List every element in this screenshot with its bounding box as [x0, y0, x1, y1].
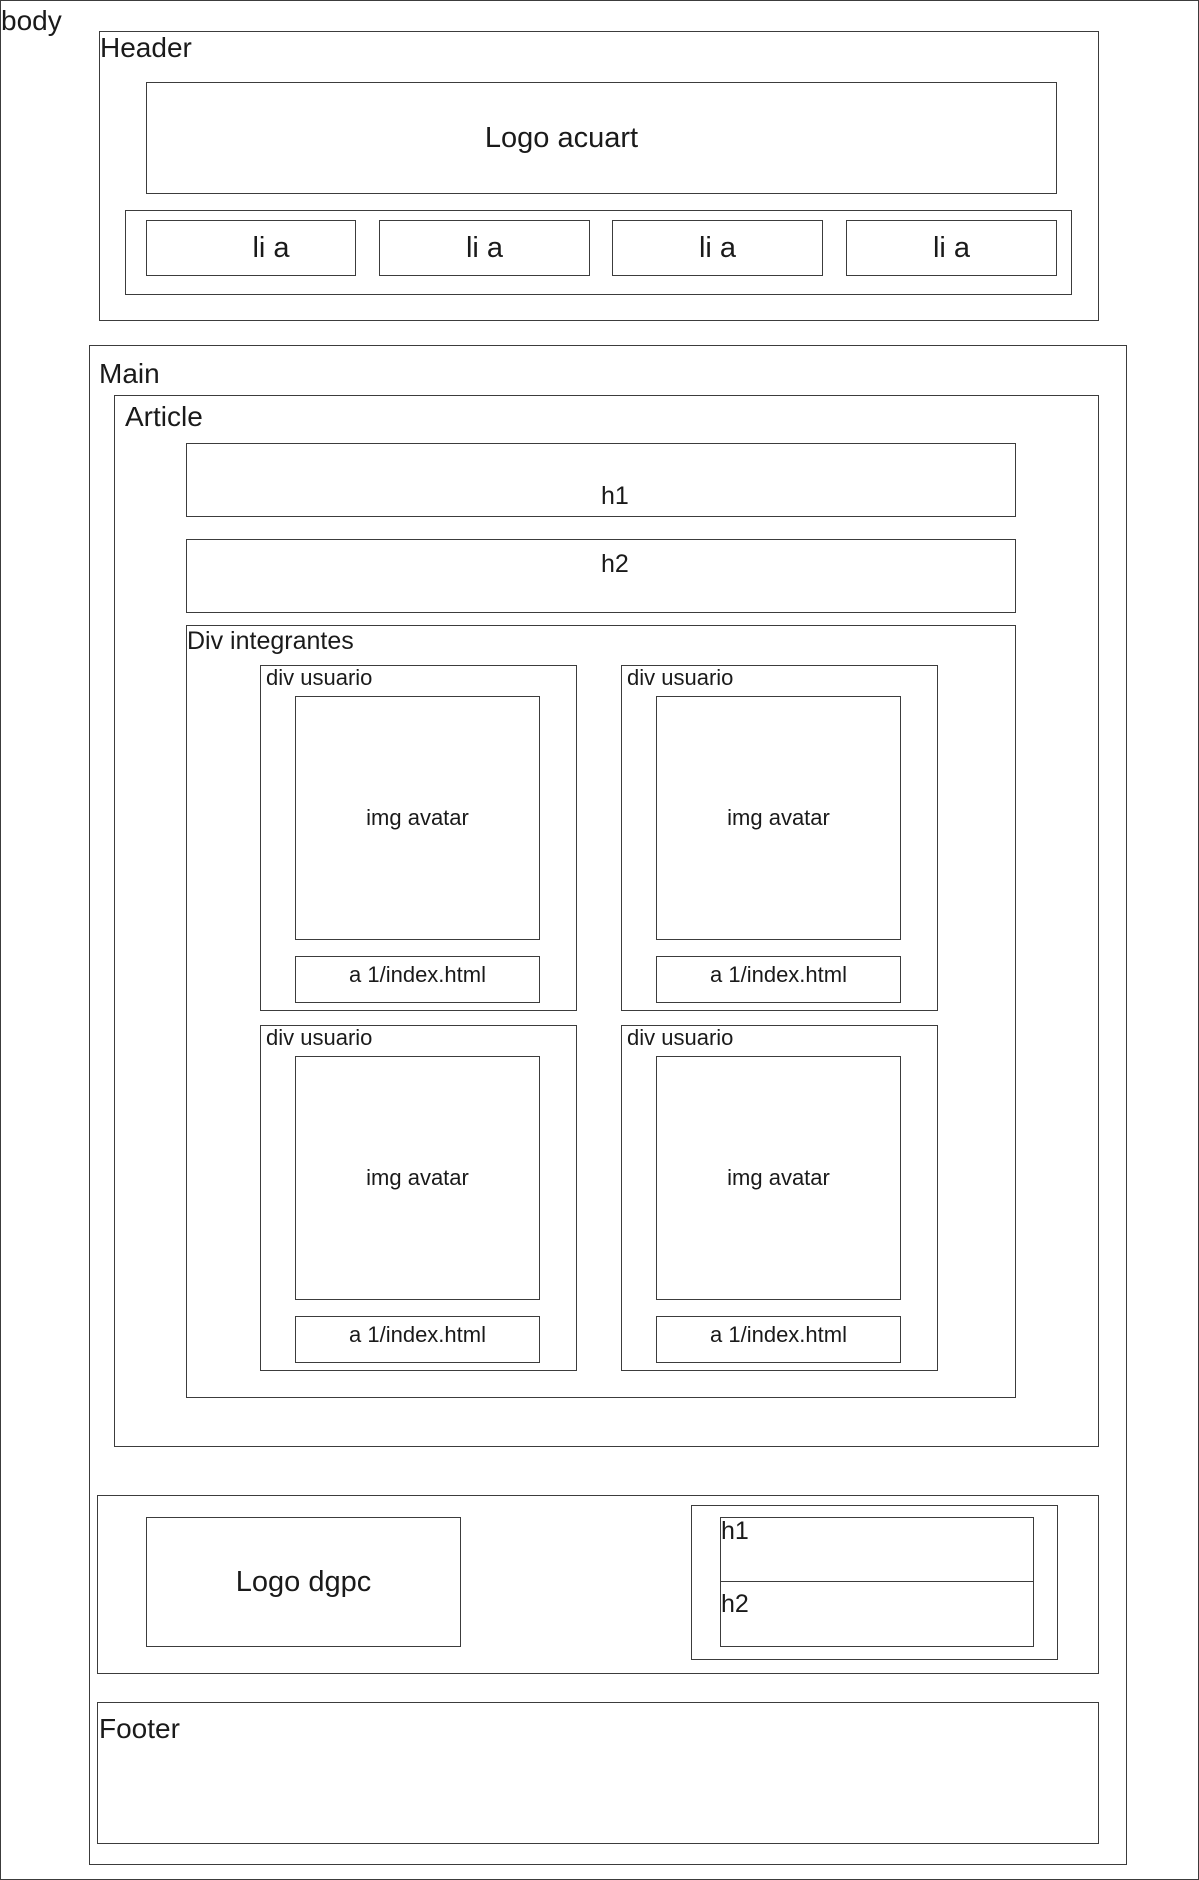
avatar-label: img avatar [366, 1165, 469, 1190]
banner-titles-box [691, 1505, 1058, 1660]
banner-h1-label: h1 [721, 1517, 749, 1545]
nav-item-1: li a [146, 220, 356, 276]
footer-label: Footer [99, 1713, 180, 1744]
avatar-image: img avatar [656, 1056, 901, 1300]
integrantes-label: Div integrantes [187, 627, 354, 655]
article-box [114, 395, 1099, 1447]
logo-acuart-box: Logo acuart [146, 82, 1057, 194]
header-label: Header [100, 32, 192, 63]
usuario-label: div usuario [627, 665, 734, 690]
profile-link[interactable]: a 1/index.html [656, 1316, 901, 1363]
profile-link-label: a 1/index.html [710, 961, 847, 987]
logo-dgpc-label: Logo dgpc [235, 1565, 372, 1598]
nav-item-2: li a [379, 220, 590, 276]
nav-item-label: li a [465, 231, 504, 264]
nav-item-label: li a [252, 231, 290, 264]
avatar-label: img avatar [366, 805, 469, 830]
logo-acuart-label: Logo acuart [484, 121, 639, 154]
avatar-image: img avatar [295, 696, 540, 940]
profile-link-label: a 1/index.html [349, 961, 486, 987]
avatar-label: img avatar [727, 1165, 830, 1190]
article-label: Article [125, 401, 203, 432]
usuario-label: div usuario [266, 665, 373, 690]
nav-box [125, 210, 1072, 295]
avatar-image: img avatar [656, 696, 901, 940]
main-label: Main [99, 358, 160, 389]
logo-dgpc-box: Logo dgpc [146, 1517, 461, 1647]
h1-label: h1 [601, 482, 629, 510]
header-box [99, 31, 1099, 321]
usuario-card [621, 1025, 938, 1371]
banner-box [97, 1495, 1099, 1674]
profile-link-label: a 1/index.html [349, 1321, 486, 1347]
integrantes-box [186, 625, 1016, 1398]
banner-h2-label: h2 [721, 1590, 749, 1618]
nav-item-3: li a [612, 220, 823, 276]
h2-label: h2 [601, 550, 629, 578]
banner-h1-box [720, 1517, 1034, 1582]
footer-box [97, 1702, 1099, 1844]
h2-box [186, 539, 1016, 613]
usuario-card [260, 665, 577, 1011]
banner-h2-box [720, 1581, 1034, 1647]
profile-link[interactable]: a 1/index.html [656, 956, 901, 1003]
avatar-image: img avatar [295, 1056, 540, 1300]
nav-item-label: li a [932, 231, 971, 264]
profile-link[interactable]: a 1/index.html [295, 1316, 540, 1363]
nav-item-label: li a [698, 231, 737, 264]
usuario-label: div usuario [266, 1025, 373, 1050]
nav-item-4: li a [846, 220, 1057, 276]
avatar-label: img avatar [727, 805, 830, 830]
body-label: body [1, 5, 62, 36]
profile-link[interactable]: a 1/index.html [295, 956, 540, 1003]
profile-link-label: a 1/index.html [710, 1321, 847, 1347]
usuario-label: div usuario [627, 1025, 734, 1050]
h1-box [186, 443, 1016, 517]
main-box [89, 345, 1127, 1865]
usuario-card [260, 1025, 577, 1371]
usuario-card [621, 665, 938, 1011]
